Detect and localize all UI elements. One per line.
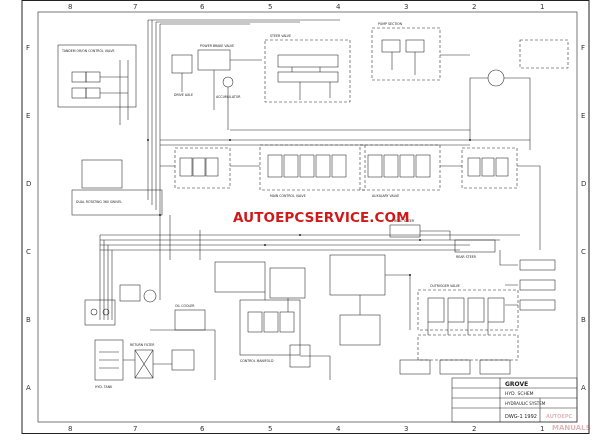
hydraulic-lines: [57, 19, 578, 423]
corner-logo-line2: MANUALS: [552, 424, 591, 432]
grid-row: E: [581, 112, 585, 120]
label-outrigger: OUTRIGGER VALVE: [430, 284, 460, 288]
label-drive-axle: DRIVE AXLE: [174, 93, 193, 97]
label-oil-cooler: OIL COOLER: [175, 304, 195, 308]
grid-row: C: [581, 248, 586, 256]
label-tandem-valve: TANDEM OR/ON CONTROL VALVE: [61, 49, 115, 53]
grid-col: 1: [540, 3, 544, 11]
title-text: HYD. SCHEM: [505, 391, 534, 397]
grid-col: 4: [336, 425, 341, 433]
grid-col: 1: [540, 425, 544, 433]
title-subtitle: HYDRAULIC SYSTEM: [505, 401, 546, 406]
grid-col: 6: [200, 3, 205, 11]
title-brand: GROVE: [505, 381, 528, 388]
label-hyd-tank: HYD. TANK: [95, 385, 113, 389]
label-pump-section: PUMP SECTION: [378, 22, 403, 26]
grid-row: D: [581, 180, 586, 188]
grid-col: 3: [404, 425, 408, 433]
watermark-text: AUTOEPCSERVICE.COM: [233, 210, 410, 226]
grid-col: 7: [133, 3, 137, 11]
label-auxiliary: AUXILIARY VALVE: [372, 194, 399, 198]
grid-column-labels: 8 7 6 5 4 3 2 1 8 7 6 5 4 3 2 1: [68, 3, 544, 433]
title-number: DWG-1 1992: [505, 414, 537, 420]
grid-col: 4: [336, 3, 341, 11]
junction-dots: [147, 139, 471, 276]
grid-col: 6: [200, 425, 205, 433]
grid-col: 5: [268, 3, 272, 11]
grid-row: F: [581, 44, 585, 52]
label-accumulator: ACCUMULATOR: [216, 95, 241, 99]
grid-col: 5: [268, 425, 272, 433]
corner-logo-line1: AUTOEPC: [546, 414, 573, 420]
grid-row: C: [26, 248, 31, 256]
corner-logo: AUTOEPC MANUALS: [546, 408, 594, 438]
title-block: GROVE HYD. SCHEM HYDRAULIC SYSTEM DWG-1 …: [505, 381, 546, 420]
label-swivel: DUAL ROTATING 360 SWIVEL: [76, 200, 122, 204]
grid-col: 2: [472, 3, 476, 11]
grid-row-labels: F E D C B A F E D C B A: [26, 44, 586, 392]
grid-col: 8: [68, 3, 72, 11]
label-front-steer: FRONT STEER: [392, 219, 415, 223]
label-power-brake: POWER BRAKE VALVE: [200, 44, 234, 48]
label-control-manifold: CONTROL MANIFOLD: [240, 359, 274, 363]
grid-row: B: [581, 316, 586, 324]
grid-col: 7: [133, 425, 137, 433]
grid-row: B: [26, 316, 31, 324]
label-steer-valve: STEER VALVE: [270, 34, 291, 38]
grid-row: A: [581, 384, 586, 392]
label-main-valve: MAIN CONTROL VALVE: [270, 194, 306, 198]
grid-col: 2: [472, 425, 476, 433]
grid-col: 8: [68, 425, 72, 433]
label-return-filter: RETURN FILTER: [130, 343, 155, 347]
grid-row: D: [26, 180, 31, 188]
grid-row: A: [26, 384, 31, 392]
grid-row: F: [26, 44, 30, 52]
component-labels: TANDEM OR/ON CONTROL VALVE POWER BRAKE V…: [61, 22, 477, 389]
label-rear-steer: REAR STEER: [456, 255, 477, 259]
grid-col: 3: [404, 3, 408, 11]
grid-row: E: [26, 112, 30, 120]
